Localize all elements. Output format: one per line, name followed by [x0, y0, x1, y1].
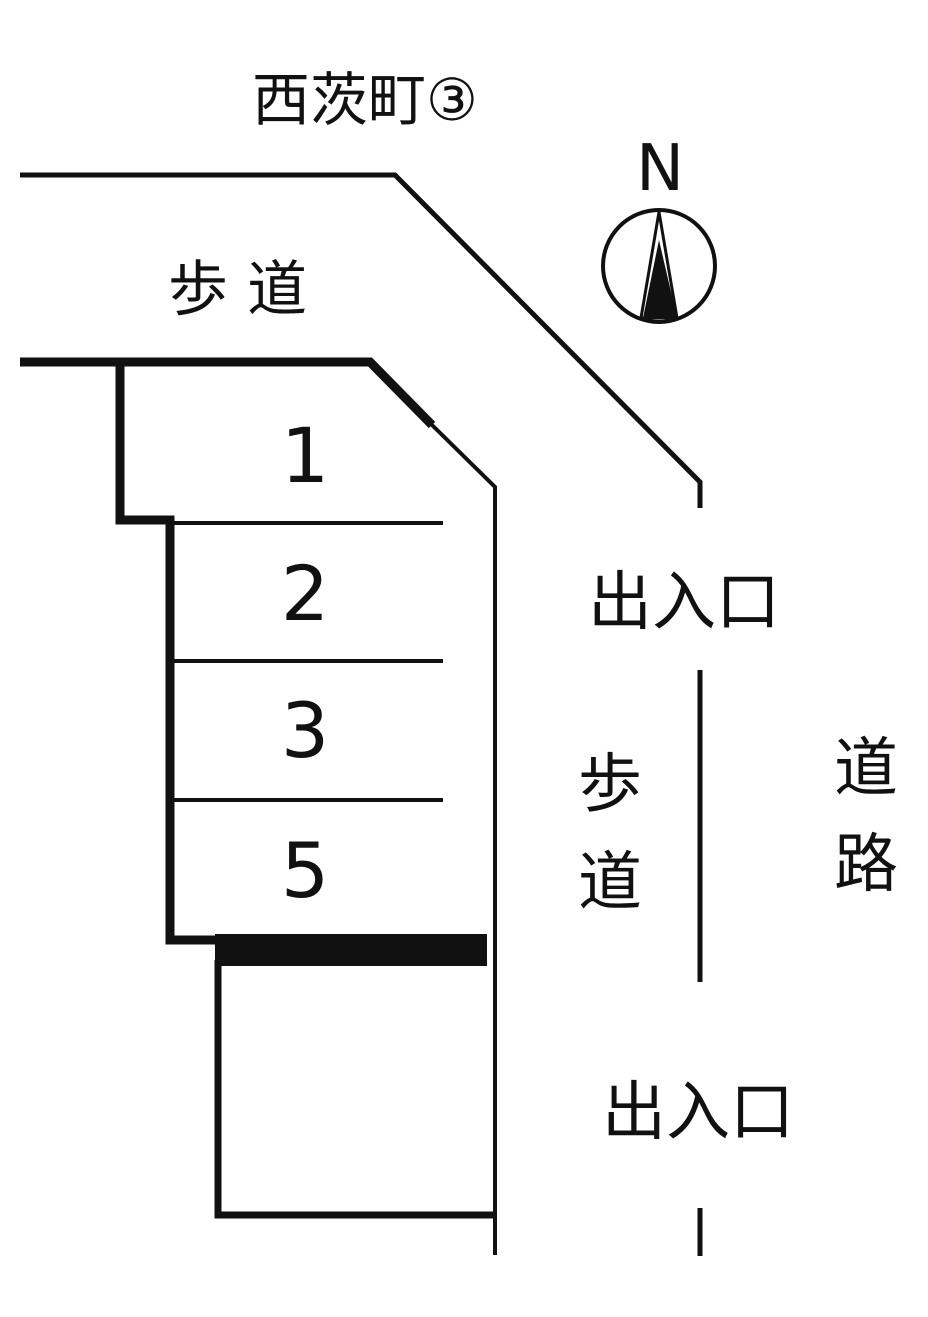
road-label: 路 [834, 828, 898, 902]
map-title: 西茨町③ [252, 66, 478, 134]
road-label: 道 [834, 732, 898, 806]
entrance-label-bottom: 出入口 [602, 1076, 794, 1150]
sidewalk-label-right: 歩 [578, 748, 642, 822]
compass-label: N [636, 132, 684, 206]
north-compass-icon: N [601, 132, 717, 324]
sidewalk-boundary-line [20, 172, 703, 508]
sidewalk-label-top: 歩 道 [168, 255, 307, 325]
space-number-2: 2 [281, 549, 329, 638]
space-number-1: 1 [281, 411, 329, 500]
space-number-5: 5 [281, 826, 329, 915]
space-number-3: 3 [281, 686, 329, 775]
sidewalk-label-right: 道 [578, 846, 642, 920]
parking-lot-outline [20, 357, 497, 1255]
entrance-label-top: 出入口 [588, 566, 780, 640]
